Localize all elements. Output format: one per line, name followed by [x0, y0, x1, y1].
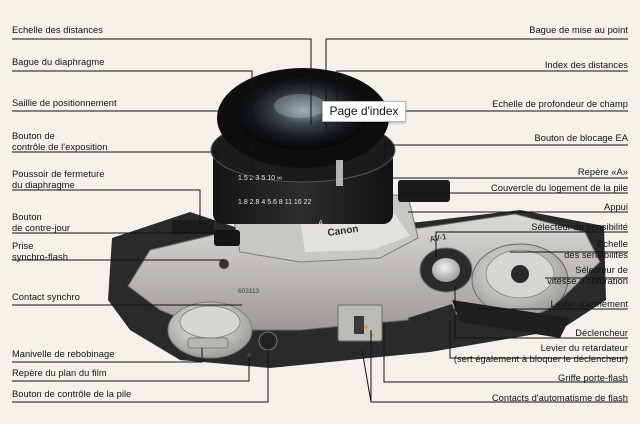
aperture-scale-marking: 1.8 2.8 4 5.6 8 11 16 22 — [238, 199, 312, 206]
stop-down-lever — [172, 220, 214, 234]
flash-socket — [219, 259, 229, 269]
label-echelle-profondeur-champ: Echelle de profondeur de champ — [492, 99, 628, 109]
label-griffe-porte-flash: Griffe porte-flash — [558, 373, 628, 383]
label-bague-mise-au-point: Bague de mise au point — [529, 25, 628, 35]
label-bouton-contre-jour: Bouton de contre-jour — [12, 212, 71, 233]
brand-marking-top: Canon — [327, 224, 359, 239]
a-mark: A — [318, 219, 324, 228]
serial-number: 603113 — [238, 288, 260, 295]
index-page-tooltip: Page d'index — [322, 101, 406, 122]
label-manivelle-rebobinage: Manivelle de rebobinage — [12, 349, 115, 359]
label-echelle-des-distances: Echelle des distances — [12, 25, 103, 35]
label-repere-plan-film: Repère du plan du film — [12, 368, 107, 378]
label-contact-synchro: Contact synchro — [12, 292, 80, 302]
distance-scale-marking: 1.5 2 3 5 10 ∞ — [238, 175, 282, 182]
label-poussoir-fermeture-diaphragme: Poussoir de fermeture du diaphragme — [12, 169, 105, 190]
label-levier-retardateur: Levier du retardateur (sert également à … — [453, 343, 628, 364]
label-bague-du-diaphragme: Bague du diaphragme — [12, 57, 105, 67]
model-marking: AV-1 — [429, 232, 448, 244]
backlight-button — [214, 230, 240, 246]
lens-glass — [237, 78, 369, 150]
label-bouton-controle-pile: Bouton de contrôle de la pile — [12, 389, 132, 399]
self-timer-lever — [408, 304, 462, 340]
label-echelle-sensibilites: Echelle des sensibilités — [564, 239, 628, 260]
label-selecteur-vitesse: Sélecteur de vitesse d'obturation — [547, 265, 628, 286]
label-bouton-controle-exposition: Bouton de contrôle de l'exposition — [12, 131, 108, 152]
depth-of-field-marks — [336, 160, 343, 186]
label-selecteur-sensibilite: Sélecteur de sensibilité — [531, 222, 628, 232]
label-contacts-automatisme-flash: Contacts d'automatisme de flash — [491, 393, 628, 403]
left-leader-lines — [12, 38, 312, 403]
label-saillie-de-positionnement: Saillie de positionnement — [12, 98, 117, 108]
label-couvercle-logement-pile: Couvercle du logement de la pile — [490, 183, 628, 193]
battery-cover — [398, 180, 450, 202]
label-levier-armement: Levier d'armement — [550, 299, 628, 309]
label-bouton-blocage-ea: Bouton de blocage EA — [534, 133, 628, 143]
label-appui: Appui — [603, 202, 628, 212]
label-prise-synchro-flash: Prise synchro-flash — [12, 241, 68, 262]
film-plane-mark — [247, 353, 251, 357]
label-index-des-distances: Index des distances — [544, 60, 628, 70]
battery-check-button — [258, 331, 278, 351]
shutter-release — [511, 265, 529, 283]
label-declencheur: Déclencheur — [575, 328, 628, 338]
label-repere-a: Repère «A» — [577, 167, 628, 177]
